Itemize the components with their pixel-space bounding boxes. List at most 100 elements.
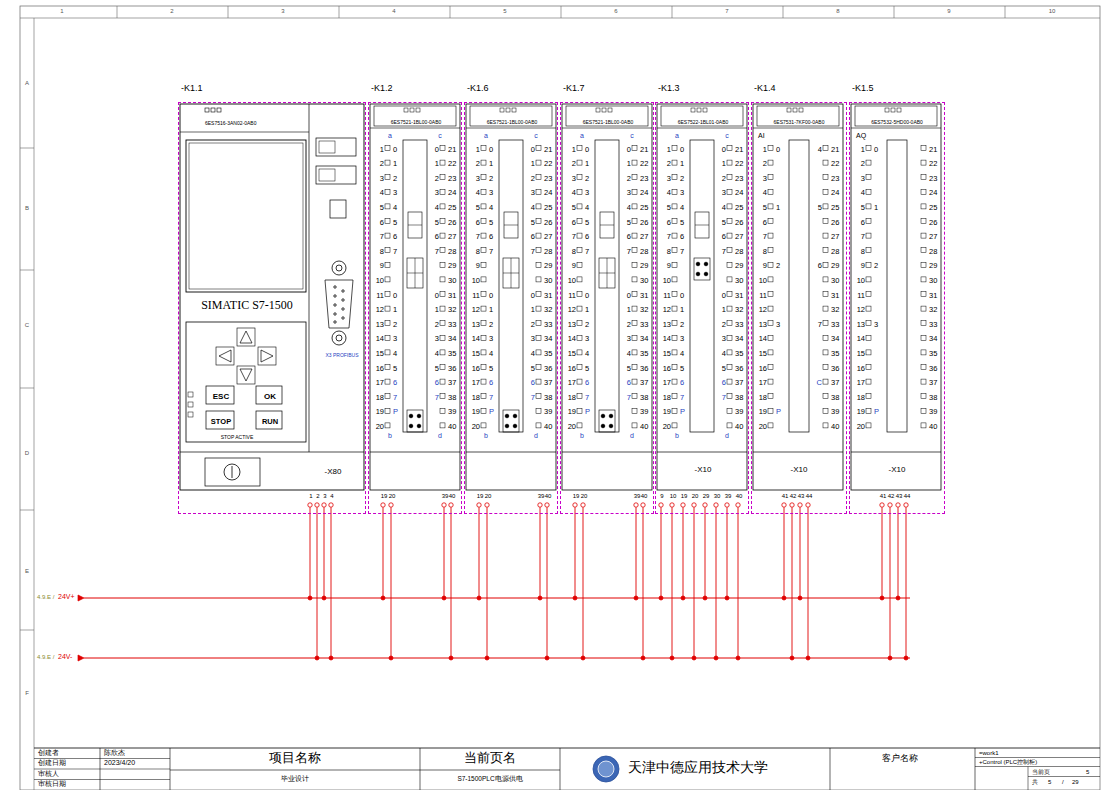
channel-number: 3 bbox=[776, 320, 786, 329]
channel-number: 2 bbox=[874, 261, 884, 270]
channel-number: 5 bbox=[585, 364, 595, 373]
terminal-square bbox=[440, 233, 445, 238]
latch-dot bbox=[609, 424, 613, 428]
housing-line bbox=[562, 452, 652, 453]
pin-number: 39 bbox=[640, 407, 653, 416]
wire bbox=[694, 507, 695, 658]
pin-number: 30 bbox=[735, 276, 748, 285]
channel-number: 6 bbox=[680, 378, 690, 387]
grid-column-number: 9 bbox=[939, 8, 959, 15]
housing-line bbox=[180, 132, 309, 133]
terminal-square bbox=[768, 408, 773, 413]
terminal-square bbox=[385, 175, 390, 180]
pin-number: 30 bbox=[929, 276, 942, 285]
pin-number: 2 bbox=[563, 159, 576, 168]
pin-number: 11 bbox=[852, 291, 865, 300]
terminal-square bbox=[632, 350, 637, 355]
channel-number: 4 bbox=[525, 203, 535, 212]
junction-dot bbox=[790, 656, 794, 660]
terminal-square bbox=[440, 335, 445, 340]
status-led bbox=[885, 108, 889, 112]
terminal-square bbox=[577, 292, 582, 297]
terminal-square bbox=[921, 146, 926, 151]
terminal-square bbox=[440, 204, 445, 209]
button-label: OK bbox=[257, 392, 283, 402]
status-led bbox=[891, 108, 895, 112]
channel-number: 5 bbox=[585, 218, 595, 227]
pin-number: 22 bbox=[929, 159, 942, 168]
terminal-square bbox=[823, 365, 828, 370]
status-led bbox=[211, 108, 215, 112]
pin-number: 18 bbox=[852, 393, 865, 402]
terminal-square bbox=[727, 408, 732, 413]
latch-dot bbox=[609, 414, 613, 418]
pin-number: 14 bbox=[754, 334, 767, 343]
channel-number: 2 bbox=[680, 320, 690, 329]
pin-number: 36 bbox=[448, 364, 461, 373]
terminal-number: 30 bbox=[710, 493, 724, 500]
terminal-square bbox=[536, 277, 541, 282]
pin-number: 31 bbox=[831, 291, 844, 300]
terminal-square bbox=[768, 248, 773, 253]
pin-number: 11 bbox=[371, 291, 384, 300]
pin-number: 6 bbox=[371, 218, 384, 227]
terminal-point bbox=[538, 503, 542, 507]
terminal-square bbox=[727, 379, 732, 384]
connector-latch bbox=[407, 410, 423, 432]
terminal-square bbox=[823, 350, 828, 355]
terminal-point bbox=[659, 503, 663, 507]
terminal-square bbox=[536, 350, 541, 355]
wire bbox=[792, 507, 793, 658]
terminal-square bbox=[866, 423, 871, 428]
plc-module: -K1.66ES7521-1BL00-0AB0acbd1002121122322… bbox=[464, 102, 558, 514]
pin-number: 9 bbox=[371, 261, 384, 270]
pin-number: 18 bbox=[563, 393, 576, 402]
front-connector bbox=[690, 140, 714, 432]
terminal-square bbox=[440, 175, 445, 180]
terminal-square bbox=[440, 394, 445, 399]
channel-number: 4 bbox=[489, 203, 499, 212]
terminal-square bbox=[385, 219, 390, 224]
pin-number: 28 bbox=[448, 247, 461, 256]
pin-number: 4 bbox=[467, 188, 480, 197]
housing-line bbox=[180, 452, 364, 453]
terminal-square bbox=[768, 321, 773, 326]
terminal-square bbox=[672, 365, 677, 370]
pin-number: 33 bbox=[640, 320, 653, 329]
connector-marker bbox=[408, 212, 422, 238]
terminal-square bbox=[577, 189, 582, 194]
pin-number: 24 bbox=[544, 188, 557, 197]
terminal-square bbox=[727, 248, 732, 253]
pin-number: 34 bbox=[448, 334, 461, 343]
terminal-square bbox=[632, 365, 637, 370]
connector-tag: -X10 bbox=[872, 465, 922, 475]
pin-number: 2 bbox=[658, 159, 671, 168]
terminal-square bbox=[672, 408, 677, 413]
terminal-square bbox=[481, 365, 486, 370]
part-number: 6ES7532-5HD00-0AB0 bbox=[856, 119, 938, 125]
supply-rail bbox=[84, 658, 910, 659]
terminal-square bbox=[768, 394, 773, 399]
pin-number: 29 bbox=[929, 261, 942, 270]
pin-number: 27 bbox=[831, 232, 844, 241]
pin-number: 16 bbox=[754, 364, 767, 373]
terminal-square bbox=[866, 189, 871, 194]
housing-line bbox=[370, 452, 460, 453]
arrow-key bbox=[240, 369, 252, 381]
module-housing bbox=[466, 104, 556, 490]
pin-number: 5 bbox=[371, 203, 384, 212]
terminal-square bbox=[866, 233, 871, 238]
channel-number: 7 bbox=[489, 247, 499, 256]
connector-row-letter: d bbox=[531, 432, 541, 440]
channel-number: 3 bbox=[874, 320, 884, 329]
terminal-square bbox=[727, 175, 732, 180]
pin-number: 15 bbox=[371, 349, 384, 358]
latch-dot bbox=[601, 414, 605, 418]
terminal-square bbox=[577, 321, 582, 326]
housing-line bbox=[753, 128, 843, 129]
terminal-square bbox=[866, 335, 871, 340]
terminal-square bbox=[440, 408, 445, 413]
status-led bbox=[793, 108, 797, 112]
terminal-square bbox=[440, 219, 445, 224]
connector-row-letter: b bbox=[385, 432, 395, 440]
